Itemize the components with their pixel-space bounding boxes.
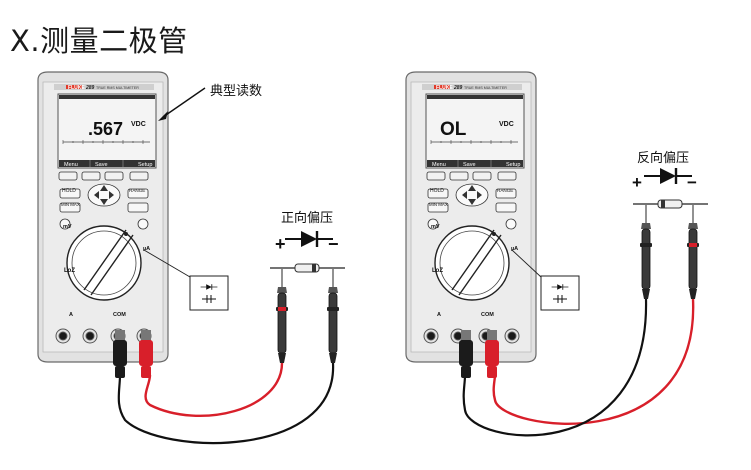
- svg-text:TRUE RMS MULTIMETER: TRUE RMS MULTIMETER: [464, 86, 507, 90]
- forward-diode-symbol: [283, 229, 335, 249]
- forward-bias-label: 正向偏压: [281, 211, 334, 226]
- softkey-save: Save: [95, 162, 108, 168]
- forward-unit: VDC: [131, 121, 146, 128]
- jack-label-com: COM: [113, 312, 126, 318]
- forward-minus: −: [328, 234, 339, 254]
- svg-text:COM: COM: [481, 312, 494, 318]
- svg-text:Save: Save: [463, 162, 476, 168]
- svg-text:A: A: [437, 312, 441, 318]
- red-lead-reverse: [492, 298, 695, 425]
- reverse-reading: OL: [440, 119, 467, 140]
- meter-model: 289: [85, 85, 95, 91]
- red-probe-forward: [275, 268, 289, 364]
- reverse-unit: VDC: [499, 121, 514, 128]
- meter-model-desc: TRUE RMS MULTIMETER: [96, 86, 139, 90]
- reverse-minus: −: [687, 173, 697, 192]
- callout-arrow: [162, 87, 206, 118]
- black-lead-reverse: [462, 298, 648, 437]
- page-title: X.测量二极管: [10, 24, 188, 58]
- meter-brand: FLUKE: [68, 85, 85, 91]
- jack-label-a: A: [69, 312, 73, 318]
- softkey-menu: Menu: [64, 162, 78, 168]
- typical-reading-label: 典型读数: [210, 84, 263, 99]
- diode-mode-callout: [189, 275, 229, 311]
- diode-mode-callout-right: [540, 275, 580, 311]
- button-minmax: MIN MAX: [61, 202, 80, 207]
- com-plug-forward: [113, 330, 127, 378]
- black-probe-forward: [326, 268, 340, 364]
- dial-label-ua: µA: [143, 246, 150, 252]
- svg-text:mV: mV: [431, 224, 440, 230]
- svg-text:Setup: Setup: [506, 162, 520, 168]
- svg-text:Menu: Menu: [432, 162, 446, 168]
- forward-meter: FLUKE 289 TRUE RMS MULTIMETER: [37, 71, 169, 363]
- diode-under-test-forward: [294, 263, 320, 273]
- black-lead-forward: [117, 362, 335, 444]
- reverse-diode-symbol: [642, 166, 694, 186]
- forward-reading: .567: [88, 119, 123, 139]
- forward-plus: +: [275, 234, 286, 254]
- com-plug-reverse: [459, 330, 473, 378]
- svg-text:MIN MAX: MIN MAX: [429, 202, 448, 207]
- dial-label-mv: mV: [63, 224, 72, 230]
- svg-text:LoZ: LoZ: [432, 268, 443, 274]
- svg-text:FLUKE: FLUKE: [436, 85, 453, 91]
- v-plug-forward: [139, 330, 153, 378]
- svg-text:µA: µA: [511, 246, 518, 252]
- diode-under-test-reverse: [657, 199, 683, 209]
- reverse-bias-label: 反向偏压: [637, 151, 690, 166]
- svg-text:RANGE: RANGE: [497, 188, 513, 193]
- svg-text:289: 289: [453, 85, 463, 91]
- button-range: RANGE: [129, 188, 145, 193]
- dial-label-loz: LoZ: [64, 268, 75, 274]
- svg-text:HOLD: HOLD: [430, 188, 444, 194]
- reverse-plus: +: [632, 173, 642, 192]
- softkey-setup: Setup: [138, 162, 152, 168]
- v-plug-reverse: [485, 330, 499, 378]
- red-probe-reverse: [686, 204, 700, 300]
- button-hold: HOLD: [62, 188, 76, 194]
- black-probe-reverse: [639, 204, 653, 300]
- reverse-meter: FLUKE 289 TRUE RMS MULTIMETER: [405, 71, 537, 363]
- red-lead-forward: [144, 362, 284, 418]
